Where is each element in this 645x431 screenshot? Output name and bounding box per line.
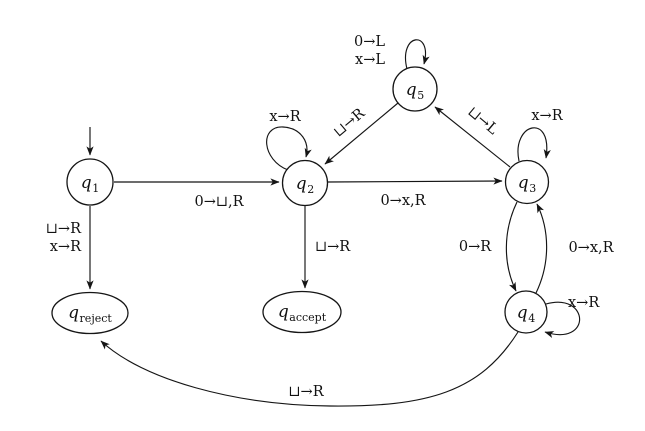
edge-q4-qreject xyxy=(100,331,519,407)
state-qaccept-ellipse xyxy=(262,290,342,334)
states: q1 q2 q3 q4 q5 qreject xyxy=(51,66,550,335)
label-q3-q5: ⊔→L xyxy=(464,104,501,138)
edge-q3-q4 xyxy=(505,201,518,292)
state-q3-circle xyxy=(504,159,550,205)
state-q3-label: q3 xyxy=(518,173,536,195)
edge-q2-self-loop xyxy=(266,126,312,171)
state-q2: q2 xyxy=(281,159,329,207)
edge-q3-self-loop xyxy=(517,127,551,162)
label-q1-qreject-line2: x→R xyxy=(50,239,82,255)
state-q4-circle xyxy=(504,290,548,334)
label-q5-loop-line2: x→L xyxy=(355,52,385,68)
edge-q4-q3 xyxy=(535,203,548,294)
state-q1: q1 xyxy=(66,158,114,206)
label-q1-q2: 0→⊔,R xyxy=(194,194,244,210)
edge-q3-q5 xyxy=(434,106,511,168)
label-q5-q2: ⊔→R xyxy=(331,105,369,141)
label-q2-q3: 0→x,R xyxy=(380,193,426,209)
label-q1-qreject-line1: ⊔→R xyxy=(46,221,82,237)
label-q4-qreject: ⊔→R xyxy=(288,384,324,400)
label-q5-loop-line1: 0→L xyxy=(354,34,385,50)
state-qreject: qreject xyxy=(51,291,129,335)
transition-labels: 0→⊔,R 0→x,R x→R ⊔→R ⊔→L 0→L x→L x→R 0→R … xyxy=(46,34,615,400)
edges xyxy=(86,39,581,407)
state-q5: q5 xyxy=(392,66,438,112)
state-q2-label: q2 xyxy=(296,174,314,196)
label-q4-loop: x→R xyxy=(568,295,600,311)
state-qaccept-label: qaccept xyxy=(278,302,327,324)
state-q1-circle xyxy=(66,158,114,206)
state-q4-label: q4 xyxy=(517,303,535,325)
label-q4-q3: 0→x,R xyxy=(568,240,614,256)
edge-q4-self-loop xyxy=(544,301,581,339)
state-qreject-ellipse xyxy=(51,291,129,335)
state-q3: q3 xyxy=(504,159,550,205)
label-q2-qaccept: ⊔→R xyxy=(315,239,351,255)
state-q4: q4 xyxy=(504,290,548,334)
state-q5-label: q5 xyxy=(406,80,424,102)
edge-q5-q2 xyxy=(324,102,399,165)
edge-q5-self-loop xyxy=(404,39,430,70)
label-q3-q4: 0→R xyxy=(459,239,492,255)
state-q2-circle xyxy=(281,159,329,207)
edge-q2-q3 xyxy=(327,177,503,185)
state-qaccept: qaccept xyxy=(262,290,342,334)
state-qreject-label: qreject xyxy=(68,303,112,325)
label-q3-loop: x→R xyxy=(531,108,563,124)
state-q5-circle xyxy=(392,66,438,112)
state-q1-label: q1 xyxy=(81,173,99,195)
label-q2-loop: x→R xyxy=(269,109,301,125)
